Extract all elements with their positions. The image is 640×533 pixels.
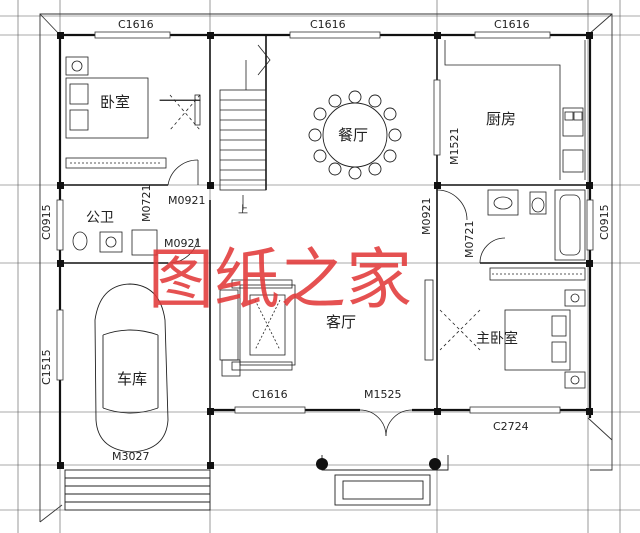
door-label-garage: M3027 xyxy=(112,450,150,463)
door-label-m0921-lower: M0921 xyxy=(164,237,202,250)
car xyxy=(94,283,169,453)
pillars xyxy=(316,458,441,470)
window-label-master: C2724 xyxy=(493,420,529,433)
window-label-top-right: C1616 xyxy=(494,18,530,31)
room-label-living: 客厅 xyxy=(326,313,356,331)
windows xyxy=(56,31,594,414)
door-label-m0721-right: M0721 xyxy=(463,221,476,259)
room-label-kitchen: 厨房 xyxy=(486,110,516,128)
columns xyxy=(57,32,593,469)
window-label-top-left: C1616 xyxy=(118,18,154,31)
room-label-dining: 餐厅 xyxy=(338,126,368,144)
room-label-master-bedroom: 主卧室 xyxy=(476,330,518,347)
stair-label: 上 xyxy=(238,204,248,216)
living-furniture xyxy=(219,279,296,377)
bathroom-fixtures xyxy=(72,229,158,256)
window-label-top-mid: C1616 xyxy=(310,18,346,31)
door-label-m0921-right: M0921 xyxy=(420,198,433,236)
kitchen-counter xyxy=(444,40,586,180)
master-bath-fixtures xyxy=(487,189,586,261)
watermark: 图纸之家 xyxy=(148,241,412,318)
dining-table xyxy=(308,90,402,180)
door-label-m0721-left: M0721 xyxy=(140,185,153,223)
window-label-left-lower: C1515 xyxy=(40,349,53,385)
door-label-m0921-left: M0921 xyxy=(168,194,206,207)
doors xyxy=(167,159,506,437)
window-label-left-upper: C0915 xyxy=(40,204,53,240)
window-label-right-upper: C0915 xyxy=(598,204,611,240)
room-label-garage: 车库 xyxy=(117,370,147,388)
bedroom-furniture xyxy=(65,56,201,169)
room-label-bedroom: 卧室 xyxy=(100,93,130,111)
roof-outline xyxy=(39,13,613,523)
door-label-main: M1525 xyxy=(364,388,402,401)
room-label-bathroom: 公卫 xyxy=(86,210,114,226)
entrance-steps xyxy=(64,455,449,511)
kitchen-opening-label: M1521 xyxy=(448,128,461,166)
staircase xyxy=(219,44,271,210)
window-label-living: C1616 xyxy=(252,388,288,401)
master-bedroom-furniture xyxy=(424,267,586,389)
